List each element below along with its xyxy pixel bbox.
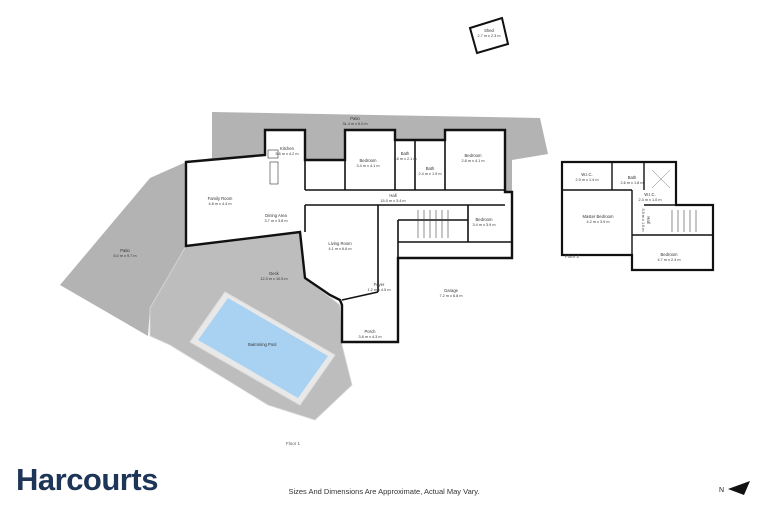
bedroom-b-name: Bedroom <box>465 153 483 158</box>
garage-name: Garage <box>444 288 459 293</box>
dining-area-name: Dining Area <box>265 213 287 218</box>
living-room-name: Living Room <box>328 241 352 246</box>
bedroom-d-dims: 4.7 m x 2.4 m <box>657 258 680 262</box>
master-bedroom-dims: 4.2 m x 3.9 m <box>586 220 609 224</box>
hall-name: Hall <box>389 193 396 198</box>
family-room-name: Family Room <box>208 196 233 201</box>
master-bedroom-name: Master Bedroom <box>583 214 614 219</box>
bath-b-dims: 2.4 m x 1.9 m <box>418 172 441 176</box>
floor-1 <box>184 128 514 344</box>
family-room-dims: 4.8 m x 4.4 m <box>208 202 231 206</box>
foyer-name: Foyer <box>374 282 385 287</box>
shed-dims: 2.7 m x 2.3 m <box>477 34 500 38</box>
patio-top-dims: 31.4 m x 6.0 m <box>342 122 367 126</box>
dining-area-dims: 3.7 m x 3.8 m <box>264 219 287 223</box>
shed-name: Shed <box>484 28 494 33</box>
shed <box>468 16 510 55</box>
pool-name: Swimming Pool <box>248 342 277 347</box>
bedroom-c-name: Bedroom <box>476 217 494 222</box>
bath-c-dims: 2.6 m x 1.8 m <box>620 181 643 185</box>
porch-name: Porch <box>365 329 377 334</box>
hall-b-dims: 5.5 m x 1.0 m <box>641 208 645 231</box>
harcourts-logo: Harcourts <box>16 462 158 497</box>
kitchen-name: Kitchen <box>280 146 295 151</box>
floor-1-label: Floor 1 <box>286 441 301 446</box>
living-room-dims: 4.1 m x 6.6 m <box>328 247 351 251</box>
porch-dims: 3.8 m x 4.3 m <box>358 335 381 339</box>
garage-dims: 7.2 m x 6.8 m <box>439 294 462 298</box>
floor-2-label: Floor 2 <box>565 254 580 259</box>
bath-b-name: Bath <box>426 166 435 171</box>
disclaimer-text: Sizes And Dimensions Are Approximate, Ac… <box>288 487 480 496</box>
patio-left-name: Patio <box>120 248 130 253</box>
wic-b-dims: 2.3 m x 1.0 m <box>638 198 661 202</box>
bath-a-dims: 1.8 m x 2.1 m <box>393 157 416 161</box>
bedroom-c-dims: 3.4 m x 3.9 m <box>472 223 495 227</box>
deck-name: Deck <box>269 271 279 276</box>
bath-c-name: Bath <box>628 175 637 180</box>
foyer-dims: 1.2 m x 4.5 m <box>367 288 390 292</box>
bedroom-d-name: Bedroom <box>661 252 679 257</box>
hall-dims: 15.0 m x 3.4 m <box>380 199 405 203</box>
swimming-pool <box>189 291 336 406</box>
bath-a-name: Bath <box>401 151 410 156</box>
north-arrow-icon: N <box>719 481 750 495</box>
north-label: N <box>719 487 724 494</box>
patio-top-name: Patio <box>350 116 360 121</box>
bedroom-a-dims: 3.4 m x 4.1 m <box>356 164 379 168</box>
deck-dims: 12.3 m x 10.5 m <box>260 277 287 281</box>
bedroom-a-name: Bedroom <box>360 158 378 163</box>
patio-left-dims: 6.0 m x 9.7 m <box>113 254 136 258</box>
wic-b-name: W.I.C. <box>644 192 655 197</box>
floor-2 <box>560 160 715 272</box>
kitchen-dims: 5.6 m x 4.2 m <box>275 152 298 156</box>
bedroom-b-dims: 2.8 m x 4.1 m <box>461 159 484 163</box>
wic-a-dims: 2.9 m x 1.4 m <box>575 178 598 182</box>
wic-a-name: W.I.C. <box>581 172 592 177</box>
hall-b-name: Hall <box>646 216 651 223</box>
